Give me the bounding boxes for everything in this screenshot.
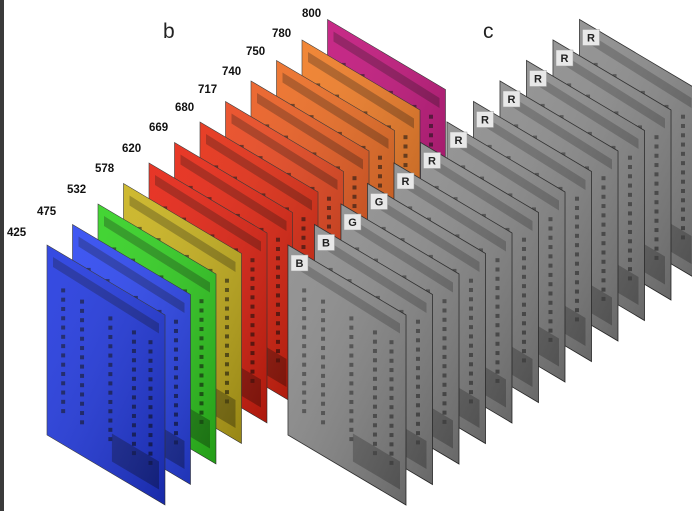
wavelength-label: 425 <box>7 227 27 239</box>
channel-badge: B <box>290 254 309 272</box>
rgb-channel-stack: R R R R R R R R G G B B <box>287 18 692 506</box>
channel-label: R <box>455 135 463 147</box>
channel-badge: R <box>555 49 574 67</box>
wavelength-label: 780 <box>272 28 291 40</box>
wavelength-label: 800 <box>302 8 321 20</box>
channel-badge: R <box>502 90 521 108</box>
grayscale-sheet: B <box>287 244 407 506</box>
panel-label-b: b <box>163 20 175 43</box>
channel-label: G <box>375 197 384 209</box>
channel-badge: R <box>582 29 600 46</box>
wavelength-label: 669 <box>149 122 168 134</box>
channel-label: R <box>402 176 410 188</box>
wavelength-label: 740 <box>222 66 241 78</box>
channel-badge: B <box>317 234 335 251</box>
channel-label: R <box>481 115 489 127</box>
wavelength-label: 750 <box>246 46 265 58</box>
channel-label: R <box>428 156 436 168</box>
channel-label: R <box>508 94 516 106</box>
channel-badge: R <box>423 152 441 169</box>
wavelength-label: 680 <box>175 102 194 114</box>
channel-badge: G <box>343 213 362 231</box>
wavelength-label: 475 <box>37 206 57 218</box>
wavelength-label: 717 <box>198 84 217 96</box>
wavelength-label: 578 <box>95 163 115 175</box>
spectral-sheet <box>46 244 166 506</box>
channel-badge: R <box>449 131 468 149</box>
channel-label: R <box>561 53 569 65</box>
wavelength-label: 532 <box>67 184 86 196</box>
channel-label: B <box>322 238 330 250</box>
channel-label: G <box>348 217 357 229</box>
channel-label: B <box>296 258 304 270</box>
wavelength-label: 620 <box>122 143 141 155</box>
channel-label: R <box>534 74 542 86</box>
channel-badge: R <box>476 111 494 128</box>
wavelength-labels: 425 475 532 578 620 669 680 717 740 750 … <box>7 8 321 239</box>
channel-label: R <box>587 33 595 45</box>
left-frame-edge <box>0 0 4 511</box>
channel-badge: R <box>396 172 415 190</box>
channel-badge: G <box>370 193 388 210</box>
channel-badge: R <box>529 70 547 87</box>
panel-label-c: c <box>483 20 494 43</box>
